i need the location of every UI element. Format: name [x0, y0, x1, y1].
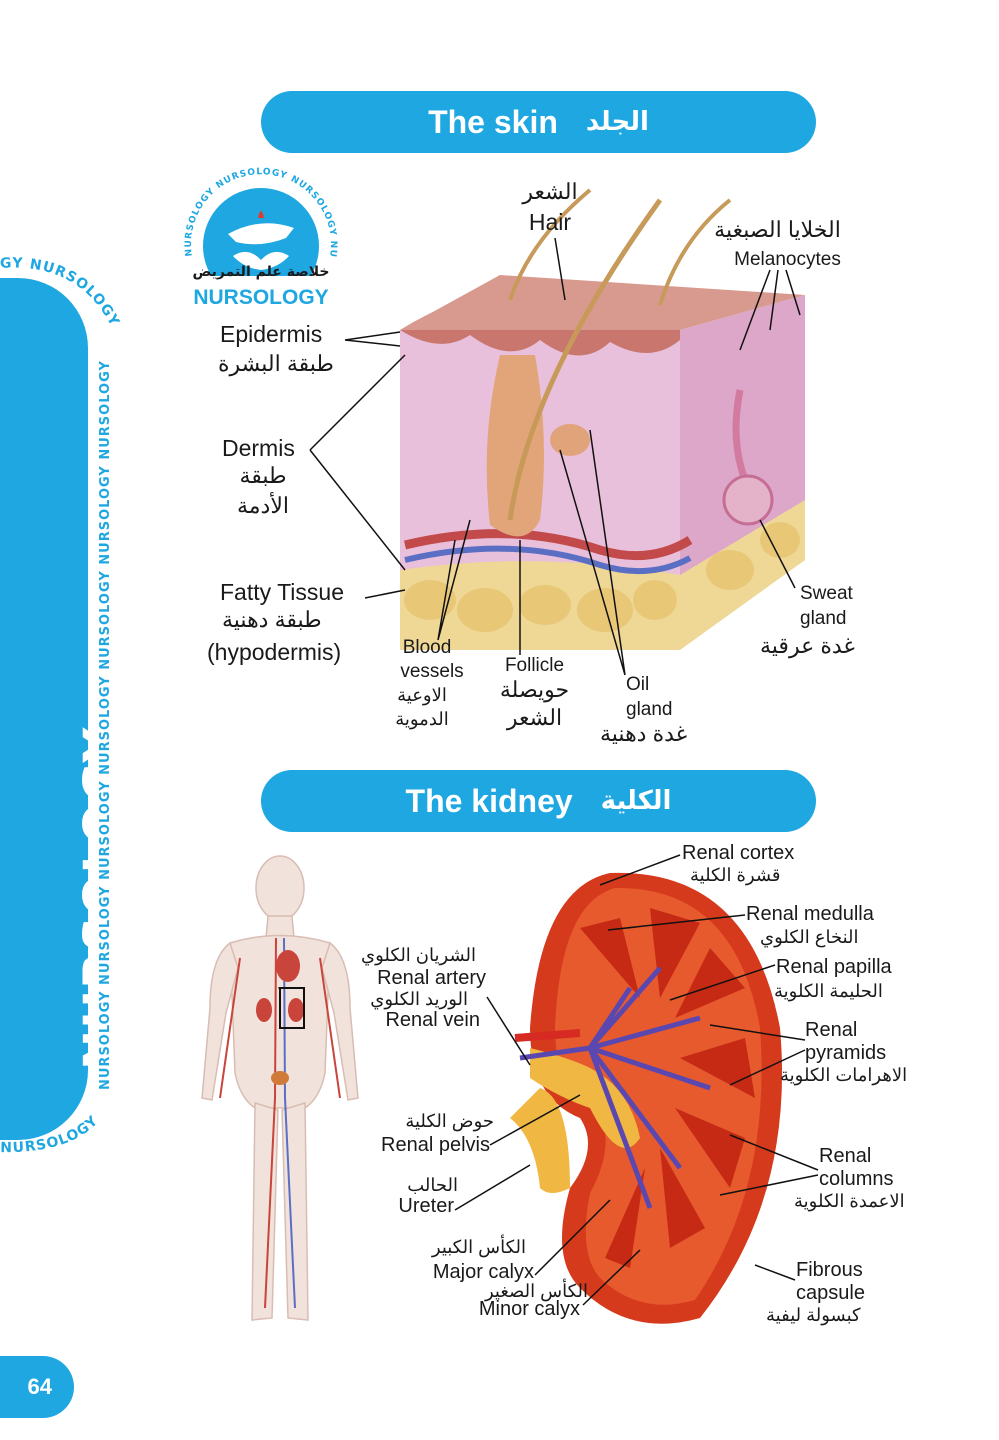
body-head — [255, 855, 305, 921]
label-columns-ar: الاعمدة الكلوية — [794, 1191, 905, 1211]
label-medulla-en: Renal medulla — [746, 903, 874, 925]
renal-pelvis-shape — [530, 1048, 640, 1148]
label-pyramids-en-2: pyramids — [805, 1042, 887, 1064]
skin-title-en: The skin — [428, 103, 558, 140]
kidney-section-header: The kidney الكلية — [261, 770, 816, 832]
label-capsule-en-1: Fibrous — [796, 1259, 863, 1281]
side-repeat-strip: NURSOLOGY NURSOLOGY NURSOLOGY NURSOLOGY … — [98, 360, 113, 1090]
kidney-title-ar: الكلية — [600, 786, 672, 816]
label-hair-ar: الشعر — [522, 179, 578, 204]
label-blood-en-2: vessels — [400, 661, 464, 682]
label-melanocytes-en: Melanocytes — [734, 249, 841, 270]
renal-artery-shape — [514, 1029, 581, 1042]
body-kidney-right — [288, 998, 304, 1022]
label-major-ar: الكأس الكبير — [431, 1237, 526, 1257]
label-pyramids-ar: الاهرامات الكلوية — [780, 1065, 908, 1085]
skin-section-header: The skin الجلد — [261, 91, 816, 153]
label-ureter-en: Ureter — [398, 1195, 454, 1217]
label-hair-en: Hair — [528, 209, 572, 235]
label-fatty-ar: طبقة دهنية — [222, 607, 322, 632]
label-artery-en: Renal artery — [377, 967, 486, 989]
label-papilla-ar: الحليمة الكلوية — [774, 981, 883, 1001]
label-blood-ar-2: الدموية — [395, 709, 449, 729]
label-sweat-en-1: Sweat — [800, 583, 853, 604]
side-curve-top: GY NURSOLOGY — [0, 255, 122, 329]
svg-text:GY NURSOLOGY: GY NURSOLOGY — [0, 255, 122, 329]
side-curve-top-text: GY NURSOLOGY — [0, 255, 121, 329]
label-cortex-en: Renal cortex — [682, 842, 795, 864]
label-blood-en-1: Blood — [402, 637, 452, 658]
svg-text:NURSOLOGY: NURSOLOGY — [0, 1113, 101, 1156]
label-follicle-ar-2: الشعر — [506, 705, 563, 730]
label-melanocytes-ar: الخلايا الصبغية — [714, 217, 841, 242]
hair-strand — [507, 198, 663, 521]
body-kidney-left — [256, 998, 272, 1022]
sweat-gland-shape — [722, 474, 774, 526]
label-pelvis-ar: حوض الكلية — [405, 1111, 494, 1131]
label-cortex-ar: قشرة الكلية — [690, 865, 781, 885]
label-follicle-en: Follicle — [504, 655, 565, 676]
label-columns-en-1: Renal — [819, 1145, 872, 1167]
label-sweat-en-2: gland — [800, 608, 847, 629]
side-curve-bottom-text: NURSOLOGY — [0, 1113, 100, 1156]
side-banner — [0, 278, 88, 1140]
renal-veins — [519, 966, 711, 1209]
skin-surface — [400, 275, 805, 330]
label-dermis-ar-1: طبقة — [239, 463, 287, 488]
label-pelvis-en: Renal pelvis — [381, 1134, 490, 1156]
label-minor-en: Minor calyx — [478, 1298, 580, 1320]
label-oil-ar: غدة دهنية — [600, 721, 688, 746]
label-capsule-en-2: capsule — [796, 1282, 865, 1304]
label-fatty-en-2: (hypodermis) — [207, 639, 342, 665]
label-dermis-ar-2: الأدمة — [236, 493, 290, 518]
lamp-icon — [228, 223, 294, 245]
label-follicle-ar-1: حويصلة — [499, 677, 570, 702]
body-right-arm — [321, 941, 359, 1101]
flame-icon — [258, 211, 264, 218]
page-number: 64 — [0, 1356, 74, 1418]
label-capsule-ar: كبسولة ليفية — [766, 1305, 861, 1325]
label-ureter-ar: الحالب — [407, 1175, 458, 1195]
epidermis-ridges — [400, 330, 680, 356]
label-pyramids-en-1: Renal — [805, 1019, 858, 1041]
brand-logo: NURSOLOGY NURSOLOGY NURSOLOGY NURSOLOGY … — [173, 149, 344, 316]
label-dermis-en: Dermis — [222, 435, 295, 461]
hair-follicle-shape — [486, 355, 544, 537]
side-curve-bottom: NURSOLOGY — [0, 1113, 101, 1156]
label-epidermis-en: Epidermis — [220, 321, 323, 347]
label-artery-ar: الشريان الكلوي — [361, 945, 476, 965]
hands-icon — [233, 251, 289, 270]
label-blood-ar-1: الاوعية — [397, 685, 447, 705]
logo-emblem: NURSOLOGY NURSOLOGY NURSOLOGY NURSOLOGY — [173, 149, 337, 304]
logo-circle — [203, 188, 319, 304]
label-medulla-ar: النخاع الكلوي — [760, 927, 859, 947]
heart-shape — [276, 950, 300, 982]
label-vein-ar: الوريد الكلوي — [370, 989, 468, 1009]
label-epidermis-ar: طبقة البشرة — [218, 351, 334, 376]
logo-brand-name: NURSOLOGY — [193, 286, 329, 309]
label-sweat-ar: غدة عرقية — [760, 633, 855, 658]
label-fatty-en: Fatty Tissue — [220, 579, 344, 605]
logo-arabic-name: خلاصة علم التمريض — [192, 264, 330, 280]
label-papilla-en: Renal papilla — [776, 956, 892, 978]
label-major-en: Major calyx — [432, 1261, 534, 1283]
human-body-figure — [201, 855, 359, 1321]
label-oil-en-1: Oil — [626, 674, 650, 695]
kidney-title-en: The kidney — [405, 782, 573, 819]
label-minor-ar: الكأس الصغير — [484, 1281, 588, 1301]
skin-title-ar: الجلد — [585, 107, 649, 137]
body-left-arm — [201, 941, 239, 1101]
label-columns-en-2: columns — [819, 1168, 894, 1190]
label-vein-en: Renal vein — [385, 1009, 480, 1031]
oil-gland-shape — [550, 424, 590, 456]
label-oil-en-2: gland — [626, 699, 673, 720]
